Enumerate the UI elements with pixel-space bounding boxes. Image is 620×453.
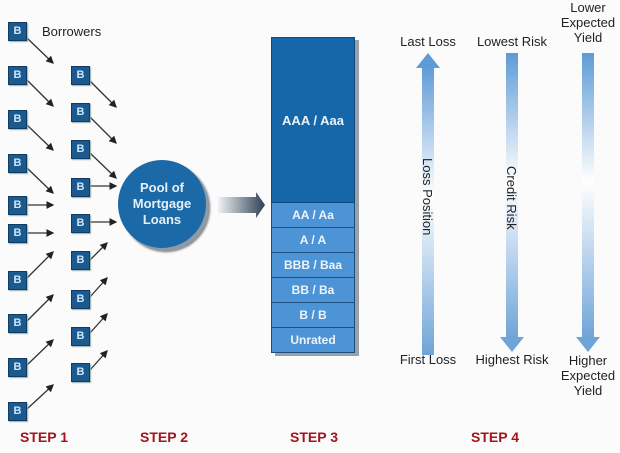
borrower-box: B [8, 22, 27, 41]
tranche-unrated: Unrated [271, 328, 355, 353]
tranche-bbb: BBB / Baa [271, 253, 355, 278]
pool-label-line2: Mortgage [132, 196, 192, 211]
yield-bottom-line3: Yield [573, 383, 603, 398]
tranche-bb: BB / Ba [271, 278, 355, 303]
borrower-box: B [8, 154, 27, 173]
borrower-box: B [8, 224, 27, 243]
borrower-box: B [71, 327, 90, 346]
borrower-box: B [8, 66, 27, 85]
expected-yield-arrow [576, 53, 600, 352]
flow-arrow [26, 124, 54, 151]
flow-arrow [26, 384, 54, 410]
tranche-aaa: AAA / Aaa [271, 37, 355, 203]
step-3-label: STEP 3 [290, 429, 338, 445]
flow-arrow [89, 277, 108, 298]
flow-arrow [89, 350, 108, 371]
borrower-box: B [71, 363, 90, 382]
borrower-box: B [71, 214, 90, 233]
flow-arrow [26, 251, 54, 279]
pool-label-line1: Pool of [139, 180, 185, 195]
tranche-stack: AAA / Aaa AA / Aa A / A BBB / Baa BB / B… [271, 37, 355, 353]
borrower-box: B [71, 251, 90, 270]
borrower-box: B [71, 178, 90, 197]
loss-position-axis-label: Loss Position [420, 158, 435, 236]
yield-top-line1: Lower [570, 0, 606, 15]
flow-arrow [26, 79, 54, 107]
borrower-box: B [71, 103, 90, 122]
yield-top-line3: Yield [573, 30, 603, 45]
step-2-label: STEP 2 [140, 429, 188, 445]
borrower-box: B [8, 110, 27, 129]
flow-arrow [89, 80, 117, 108]
flow-arrow [26, 294, 54, 322]
credit-risk-axis-label: Credit Risk [504, 166, 519, 230]
pool-label-line3: Loans [142, 212, 182, 227]
first-loss-label: First Loss [399, 352, 457, 367]
flow-arrow [26, 339, 54, 366]
borrower-box: B [8, 271, 27, 290]
flow-arrow [89, 313, 108, 334]
flow-arrow [89, 152, 117, 179]
tranche-aa: AA / Aa [271, 203, 355, 228]
higher-expected-yield-label: Higher Expected Yield [556, 353, 620, 398]
flow-arrow [89, 242, 108, 261]
borrower-box: B [8, 196, 27, 215]
yield-bottom-line1: Higher [568, 353, 608, 368]
step-4-label: STEP 4 [471, 429, 519, 445]
loss-position-arrow [416, 53, 440, 355]
lowest-risk-label: Lowest Risk [476, 34, 548, 49]
pool-to-tranches-arrow [218, 192, 265, 218]
step-1-label: STEP 1 [20, 429, 68, 445]
yield-top-line2: Expected [560, 15, 616, 30]
flow-arrow [26, 167, 54, 194]
tranche-a: A / A [271, 228, 355, 253]
borrower-box: B [71, 140, 90, 159]
yield-bottom-line2: Expected [560, 368, 616, 383]
highest-risk-label: Highest Risk [475, 352, 549, 367]
borrower-box: B [8, 402, 27, 421]
lower-expected-yield-label: Lower Expected Yield [556, 0, 620, 45]
borrower-box: B [8, 314, 27, 333]
credit-risk-arrow [500, 53, 524, 352]
borrowers-label: Borrowers [42, 24, 102, 39]
tranche-b: B / B [271, 303, 355, 328]
flow-arrow [89, 116, 117, 144]
borrower-box: B [71, 290, 90, 309]
borrower-box: B [71, 66, 90, 85]
mortgage-pool: Pool of Mortgage Loans [118, 160, 206, 248]
borrower-box: B [8, 358, 27, 377]
flow-arrow [26, 37, 54, 64]
last-loss-label: Last Loss [400, 34, 456, 49]
